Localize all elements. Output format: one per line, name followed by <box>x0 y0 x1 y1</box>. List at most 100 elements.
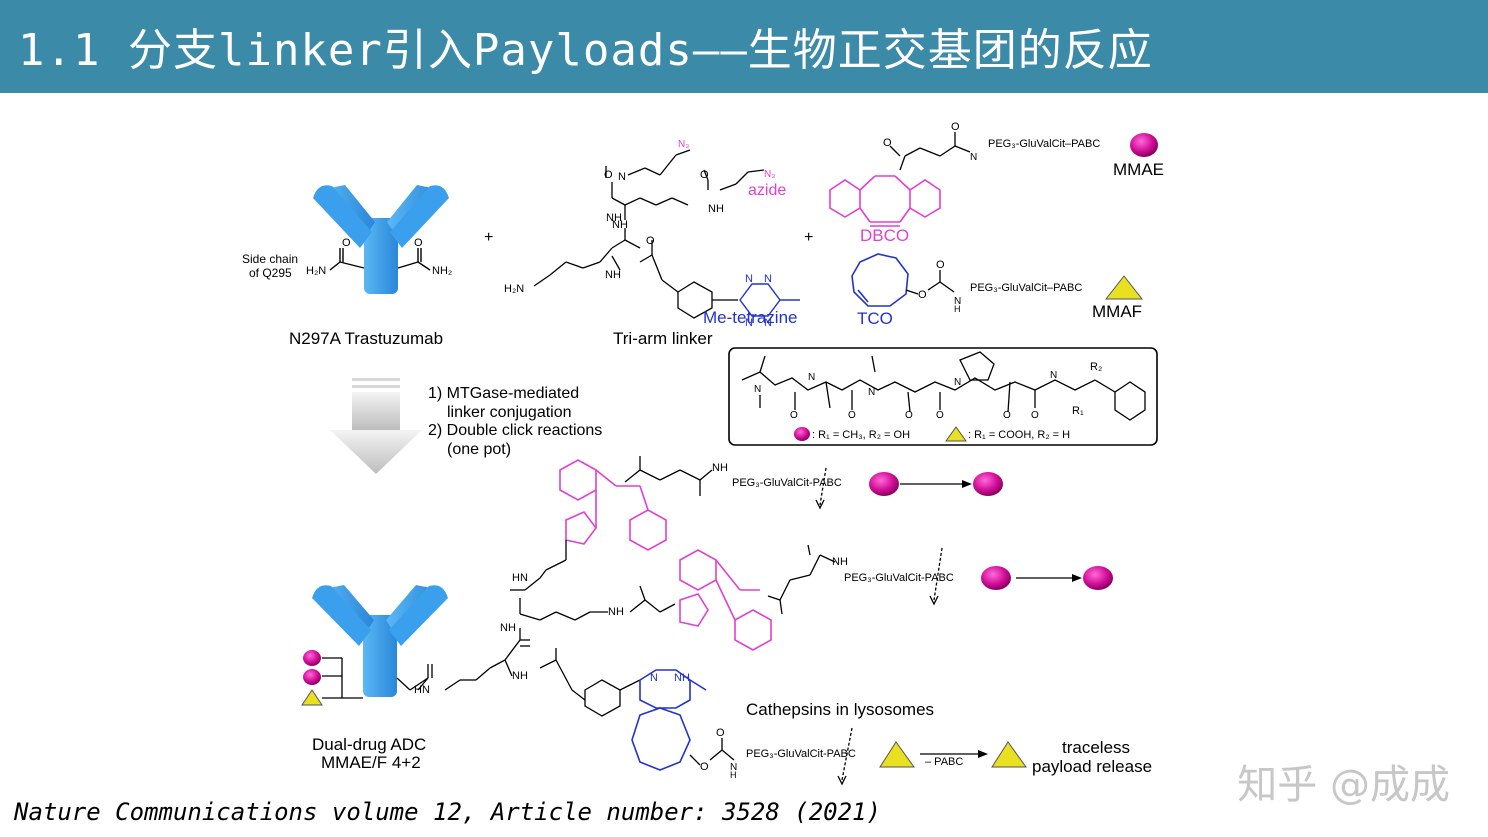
tco-carbamate <box>905 270 955 295</box>
svg-text:H: H <box>954 304 961 314</box>
svg-text:O: O <box>414 237 423 249</box>
dbco-acyl-chain <box>889 132 971 171</box>
mmaf-legend-icon <box>945 426 967 442</box>
chain-h2n-label: H₂N <box>504 283 525 295</box>
svg-text:NH: NH <box>612 219 628 231</box>
adc-mmae-icon-1 <box>303 650 321 666</box>
adc-linker-backbone <box>409 577 676 717</box>
adc-label-1: Dual-drug ADC <box>312 735 427 754</box>
nh-label-5: NH <box>712 462 728 474</box>
step-1b: linker conjugation <box>447 404 572 421</box>
h2n-label: H₂N <box>306 265 327 277</box>
traceless-label-2: payload release <box>1032 757 1153 776</box>
cleavage-arrows <box>815 467 943 786</box>
adc-branch-bracket <box>322 657 411 699</box>
svg-text:N: N <box>745 317 753 329</box>
mmaf-legend-definition: : R₁ = COOH, R₂ = H <box>968 429 1070 441</box>
peg-chain-dbco: PEG₃-GluValCit–PABC <box>988 138 1101 150</box>
zhihu-watermark: 知乎 @成成 <box>1237 762 1450 808</box>
linker-atoms: ONH x N ONH ONH <box>604 169 724 281</box>
peg-chain-tco: PEG₃-GluValCit–PABC <box>970 282 1083 294</box>
svg-text:O: O <box>848 410 856 421</box>
mmaf-payload-icon <box>1104 275 1144 300</box>
antibody-label: N297A Trastuzumab <box>289 329 444 348</box>
azide-label: azide <box>748 182 787 199</box>
svg-text:N: N <box>730 762 737 773</box>
released-mmaf-icon <box>991 741 1027 768</box>
svg-text:N: N <box>970 152 977 163</box>
svg-text:N: N <box>1050 370 1057 381</box>
adc-label-2: MMAE/F 4+2 <box>321 753 421 772</box>
released-mmae-icon-1 <box>973 472 1003 496</box>
svg-text:N: N <box>868 387 875 398</box>
antibody-icon-bottom <box>312 585 448 697</box>
dbco-structure <box>829 175 941 227</box>
svg-text:N: N <box>754 384 761 395</box>
middle-acyl-chain <box>767 544 836 615</box>
minus-pabc-label: – PABC <box>925 756 964 768</box>
traceless-label-1: traceless <box>1062 738 1131 757</box>
svg-text:N: N <box>808 372 815 383</box>
svg-text:O: O <box>1031 410 1039 421</box>
step-2a: 2) Double click reactions <box>428 422 603 439</box>
adc-chain3-mmaf-icon <box>879 741 915 768</box>
svg-text:N: N <box>764 317 772 329</box>
svg-text:O: O <box>342 237 351 249</box>
mmae-payload-icon <box>1130 133 1158 157</box>
peg-chain-adc-2: PEG₃-GluValCit-PABC <box>844 572 954 584</box>
svg-text:O: O <box>1003 410 1011 421</box>
adc-chain1-mmae-icon <box>869 472 899 496</box>
step-1a: 1) MTGase-mediated <box>428 385 580 402</box>
svg-text:O: O <box>936 259 945 271</box>
r2-label: R₂ <box>1090 361 1102 373</box>
svg-text:O: O <box>700 761 709 773</box>
svg-text:O: O <box>604 169 613 181</box>
tetrazine-ring <box>739 283 800 317</box>
n3-label-mid: N₃ <box>764 169 776 180</box>
adc-chain2-mmae-icon <box>981 566 1011 590</box>
svg-text:N: N <box>954 296 961 307</box>
svg-text:O: O <box>646 235 655 247</box>
nh-label-4: NH <box>832 556 848 568</box>
slide-header: 1.1 分支linker引入Payloads——生物正交基团的反应 <box>0 0 1488 93</box>
svg-text:O: O <box>936 410 944 421</box>
peg-chain-adc-3: PEG₃-GluValCit-PABC <box>746 748 856 760</box>
svg-text:H: H <box>730 770 737 780</box>
nh-label-3: NH <box>512 670 528 682</box>
side-chain-label-1: Side chain <box>242 252 299 266</box>
svg-text:N: N <box>954 377 961 388</box>
triazole-dbco-middle <box>679 549 772 651</box>
svg-text:O: O <box>716 727 725 739</box>
svg-text:O: O <box>790 410 798 421</box>
nh-label-2: NH <box>608 606 624 618</box>
svg-text:NH: NH <box>708 203 724 215</box>
nh2-label: NH₂ <box>432 265 453 277</box>
svg-text:O: O <box>883 137 892 149</box>
svg-text:N: N <box>618 171 626 183</box>
tco-structure <box>851 253 909 307</box>
svg-text:O: O <box>918 289 927 301</box>
step-2b: (one pot) <box>447 441 512 458</box>
svg-text:NH: NH <box>605 269 621 281</box>
svg-text:N: N <box>764 273 772 285</box>
upper-acyl-chain <box>539 456 713 579</box>
linker-label: Tri-arm linker <box>613 329 713 348</box>
released-mmae-icon-2 <box>1083 566 1113 590</box>
adc-mmaf-icon <box>301 689 323 706</box>
nh-label-6: NH <box>674 672 690 684</box>
tco-label: TCO <box>857 309 893 328</box>
cathepsins-label: Cathepsins in lysosomes <box>746 700 935 719</box>
hn-label: HN <box>512 572 528 584</box>
dbco-label: DBCO <box>860 226 910 245</box>
r1-label: R₁ <box>1072 405 1084 417</box>
citation: Nature Communications volume 12, Article… <box>14 798 881 826</box>
mmaf-label: MMAF <box>1092 302 1143 321</box>
adc-mmae-icon-2 <box>303 669 321 685</box>
dihydropyridazine-product <box>631 669 707 771</box>
svg-text:O: O <box>700 169 709 181</box>
mmae-legend-icon <box>794 427 810 441</box>
plus-sign-2: + <box>804 229 814 246</box>
